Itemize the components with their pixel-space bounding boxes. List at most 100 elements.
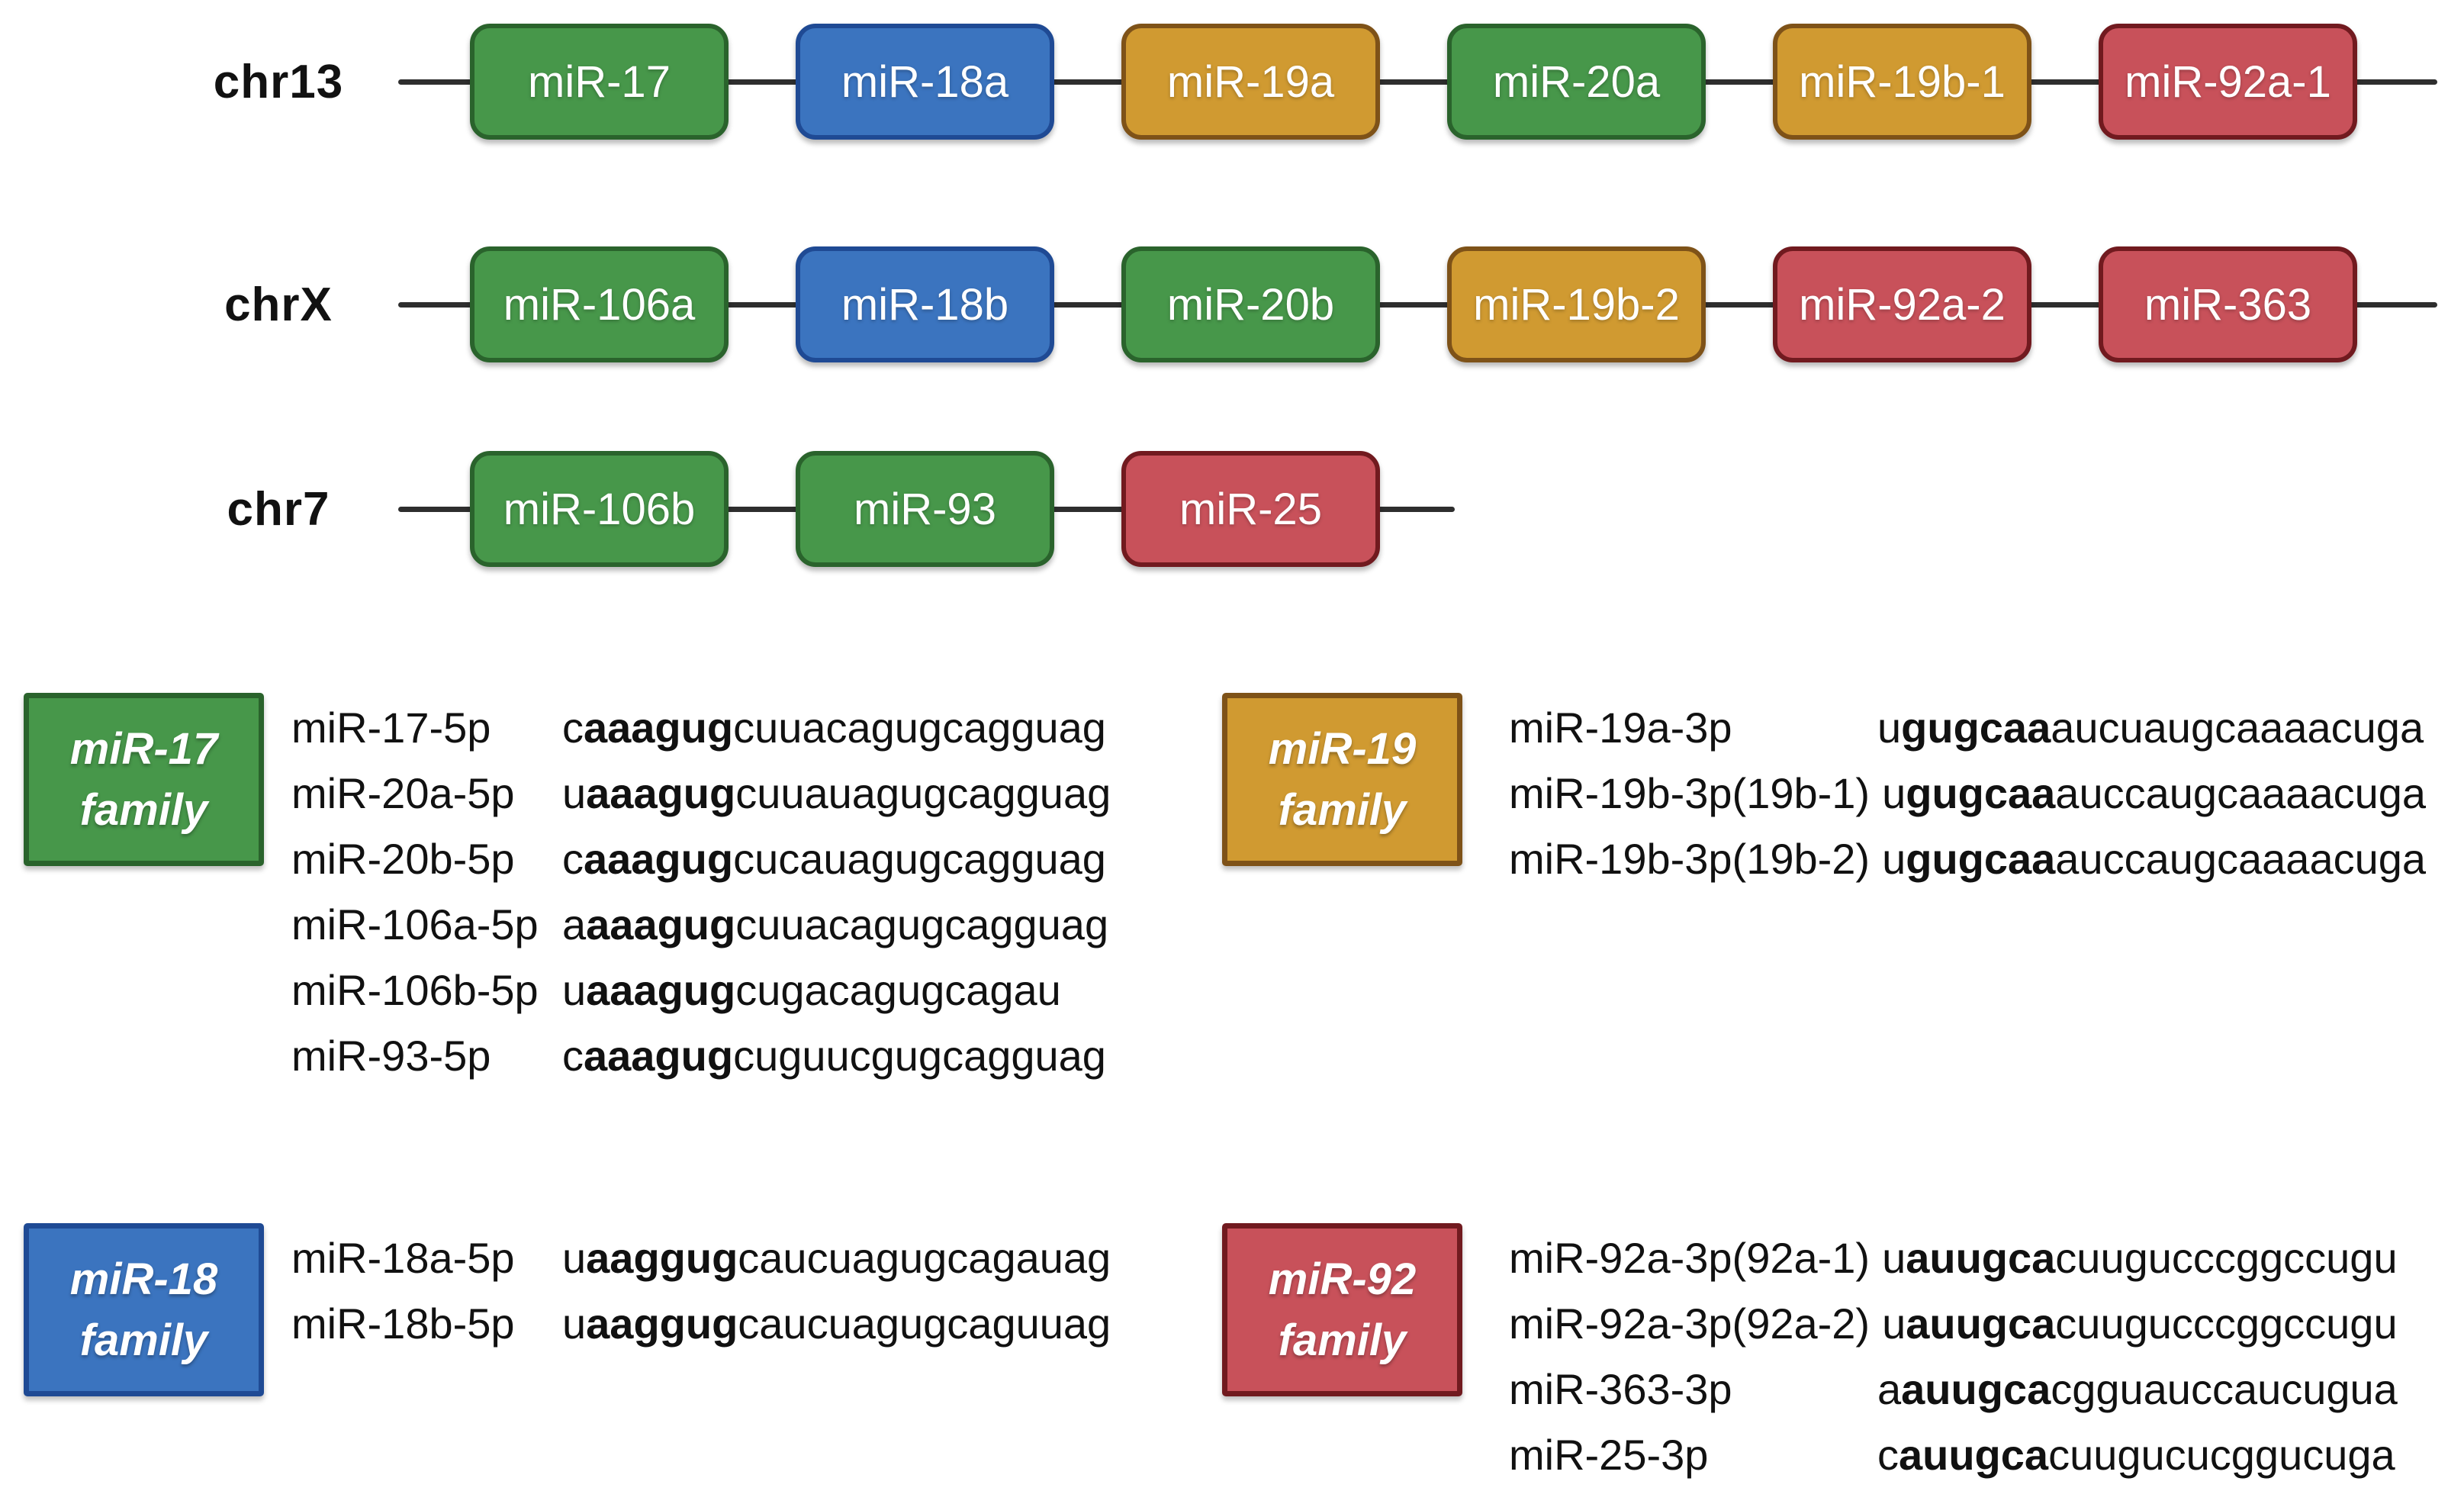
sequence-suffix: cuuauagugcagguag <box>735 768 1111 817</box>
mirna-sequence: uaaagugcugacagugcagau <box>562 965 1061 1015</box>
mirna-entry-row: miR-20b-5p caaagugcucauagugcagguag <box>291 826 1111 891</box>
family-box: miR-92 family <box>1222 1223 1462 1396</box>
sequence-suffix: cucauagugcagguag <box>733 834 1106 883</box>
mirna-name: miR-18b-5p <box>291 1299 515 1348</box>
sequence-prefix: c <box>562 1031 584 1080</box>
mirna-gene-label: miR-25 <box>1179 484 1322 534</box>
chromosome-row: chrX miR-106a miR-18b miR-20b <box>0 246 2464 363</box>
mirna-gene-box: miR-18a <box>796 24 1054 140</box>
mirna-gene-box: miR-19b-1 <box>1773 24 2031 140</box>
mirna-sequence: uauugcacuugucccggccugu <box>1882 1233 2398 1283</box>
family-entries: miR-18a-5p uaaggugcaucuagugcagauag miR-1… <box>291 1225 1111 1356</box>
mirna-name: miR-20b-5p <box>291 834 515 883</box>
family-entries: miR-19a-3p ugugcaaaucuaugcaaaacuga miR-1… <box>1509 694 2426 891</box>
mirna-gene-box: miR-17 <box>470 24 729 140</box>
family-name-line2: family <box>1278 1315 1407 1365</box>
seed-sequence: aaagug <box>586 900 736 948</box>
mirna-gene-label: miR-19b-2 <box>1473 279 1680 330</box>
mirna-sequence: uaaggugcaucuagugcaguuag <box>562 1299 1111 1348</box>
mirna-sequence: ugugcaaauccaugcaaaacuga <box>1882 768 2426 818</box>
mirna-entry-row: miR-18a-5p uaaggugcaucuagugcagauag <box>291 1225 1111 1290</box>
gene-boxes: miR-106a miR-18b miR-20b miR-19b-2 <box>470 246 2357 362</box>
mirna-sequence: cauugcacuugucucggucuga <box>1877 1430 2395 1480</box>
sequence-suffix: caucuagugcaguuag <box>738 1299 1111 1348</box>
mirna-sequence: caaagugcuuacagugcagguag <box>562 703 1106 752</box>
mirna-sequence: uaaggugcaucuagugcagauag <box>562 1233 1111 1283</box>
mirna-gene-box: miR-18b <box>796 246 1054 362</box>
mirna-entry-row: miR-25-3p cauugcacuugucucggucuga <box>1509 1422 2398 1487</box>
mirna-family-panel: miR-17 family miR-17-5p caaagugcuuacagug… <box>24 693 1243 1151</box>
family-name-line2: family <box>1278 784 1407 835</box>
chromosome-label: chr7 <box>227 482 330 536</box>
seed-sequence: gugcaa <box>1901 703 2051 752</box>
mirna-family-panel: miR-19 family miR-19a-3p ugugcaaaucuaugc… <box>1222 693 2441 1151</box>
seed-sequence: aaggug <box>586 1233 738 1282</box>
chromosome-row: chr7 miR-106b miR-93 miR-25 <box>0 450 2464 568</box>
seed-sequence: aaagug <box>584 1031 734 1080</box>
mirna-gene-label: miR-106b <box>503 484 696 534</box>
mirna-sequence: ugugcaaaucuaugcaaaacuga <box>1877 703 2424 752</box>
mirna-gene-box: miR-93 <box>796 451 1054 567</box>
seed-sequence: aaggug <box>586 1299 738 1348</box>
sequence-prefix: u <box>1882 1299 1906 1348</box>
mirna-gene-box: miR-19a <box>1121 24 1380 140</box>
mirna-gene-label: miR-18b <box>841 279 1009 330</box>
mirna-gene-label: miR-363 <box>2144 279 2312 330</box>
mirna-name: miR-106a-5p <box>291 900 539 948</box>
family-entries: miR-17-5p caaagugcuuacagugcagguag miR-20… <box>291 694 1111 1088</box>
mirna-entry-row: miR-93-5p caaagugcuguucgugcagguag <box>291 1022 1111 1088</box>
sequence-prefix: c <box>562 703 584 752</box>
mirna-name: miR-92a-3p(92a-1) <box>1509 1233 1871 1282</box>
mirna-sequence: caaagugcuguucgugcagguag <box>562 1031 1106 1080</box>
family-name-line1: miR-18 <box>69 1254 218 1304</box>
seed-sequence: aaagug <box>584 703 734 752</box>
mirna-gene-label: miR-93 <box>854 484 996 534</box>
sequence-prefix: c <box>562 834 584 883</box>
sequence-prefix: a <box>562 900 587 948</box>
seed-sequence: auugca <box>1906 1299 2056 1348</box>
mirna-name: miR-93-5p <box>291 1031 491 1080</box>
sequence-suffix: aucuaugcaaaacuga <box>2051 703 2424 752</box>
seed-sequence: aaagug <box>586 768 736 817</box>
sequence-prefix: c <box>1877 1430 1899 1479</box>
sequence-prefix: u <box>1882 1233 1906 1282</box>
mirna-name: miR-20a-5p <box>291 768 515 817</box>
family-name-line2: family <box>79 1315 208 1365</box>
mirna-gene-box: miR-20b <box>1121 246 1380 362</box>
mirna-name: miR-18a-5p <box>291 1233 515 1282</box>
mirna-entry-row: miR-17-5p caaagugcuuacagugcagguag <box>291 694 1111 760</box>
family-name-line1: miR-19 <box>1268 723 1417 774</box>
sequence-prefix: u <box>562 768 587 817</box>
family-name-line1: miR-17 <box>69 723 218 774</box>
mirna-sequence: caaagugcucauagugcagguag <box>562 834 1106 884</box>
seed-sequence: aaagug <box>584 834 734 883</box>
seed-sequence: gugcaa <box>1906 834 2056 883</box>
mirna-name: miR-17-5p <box>291 703 491 752</box>
mirna-name: miR-19a-3p <box>1509 703 1732 752</box>
mirna-sequence: aaaagugcuuacagugcagguag <box>562 900 1108 949</box>
mirna-gene-label: miR-92a-2 <box>1799 279 2006 330</box>
mirna-sequence: aauugcacgguauccaucugua <box>1877 1364 2398 1414</box>
mirna-gene-box: miR-106b <box>470 451 729 567</box>
mirna-gene-box: miR-92a-1 <box>2099 24 2357 140</box>
mirna-sequence: uauugcacuugucccggccugu <box>1882 1299 2398 1348</box>
mirna-name: miR-363-3p <box>1509 1364 1732 1413</box>
mirna-entry-row: miR-106b-5p uaaagugcugacagugcagau <box>291 957 1111 1022</box>
mirna-gene-label: miR-19a <box>1166 56 1335 107</box>
chromosome-row: chr13 miR-17 miR-18a miR-19a <box>0 23 2464 140</box>
seed-sequence: auugca <box>1906 1233 2056 1282</box>
mirna-gene-label: miR-92a-1 <box>2125 56 2331 107</box>
sequence-prefix: u <box>1877 703 1902 752</box>
sequence-suffix: cgguauccaucugua <box>2051 1364 2398 1413</box>
mirna-gene-box: miR-20a <box>1447 24 1706 140</box>
mirna-gene-label: miR-18a <box>841 56 1009 107</box>
seed-sequence: aaagug <box>586 965 736 1014</box>
mirna-name: miR-25-3p <box>1509 1430 1709 1479</box>
sequence-prefix: u <box>1882 834 1906 883</box>
chromosome-label: chr13 <box>213 55 344 108</box>
mirna-entry-row: miR-92a-3p(92a-2) uauugcacuugucccggccugu <box>1509 1290 2398 1356</box>
seed-sequence: gugcaa <box>1906 768 2056 817</box>
mirna-sequence: uaaagugcuuauagugcagguag <box>562 768 1111 818</box>
mirna-gene-label: miR-17 <box>528 56 671 107</box>
